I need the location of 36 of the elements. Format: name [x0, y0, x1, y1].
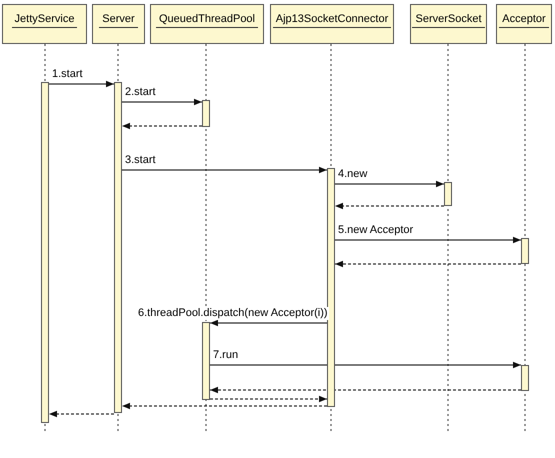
participant-box: [270, 4, 394, 44]
participant-box: [496, 4, 552, 44]
activation-bar: [327, 168, 335, 407]
message-label: 5.new Acceptor: [337, 224, 414, 237]
participant-name: JettyService: [12, 13, 78, 28]
message-arrow: [334, 260, 522, 268]
participant-box: [2, 4, 87, 44]
message-arrow: [334, 236, 522, 244]
participant-name: Ajp13SocketConnector: [272, 13, 392, 28]
participant-box: [92, 4, 145, 44]
activation-bar: [114, 82, 122, 413]
participant-name: QueuedThreadPool: [156, 13, 258, 28]
message-arrow: [48, 410, 114, 418]
message-arrow: [210, 396, 328, 402]
participant-box: [410, 4, 487, 44]
participant-box: [150, 4, 264, 44]
activation-bar: [202, 100, 210, 127]
message-label: 6.threadPool.dispatch(new Acceptor(i)): [137, 307, 329, 320]
message-arrow: [210, 386, 522, 394]
message-arrow: [334, 202, 444, 210]
participant-name: ServerSocket: [412, 13, 485, 28]
message-arrow: [122, 122, 202, 130]
message-arrow: [210, 362, 522, 368]
activation-bar: [444, 182, 452, 206]
activation-bar: [202, 322, 210, 400]
activation-bar: [41, 82, 49, 423]
message-arrow: [334, 180, 444, 188]
activation-bar: [521, 238, 529, 264]
message-arrow: [122, 402, 328, 410]
message-arrow: [122, 166, 328, 174]
participant-name: Server: [99, 13, 138, 28]
message-arrow: [122, 98, 202, 106]
message-arrow: [48, 80, 114, 88]
activation-bar: [521, 365, 529, 391]
participant-name: Acceptor: [499, 13, 549, 28]
message-arrow: [210, 320, 328, 326]
